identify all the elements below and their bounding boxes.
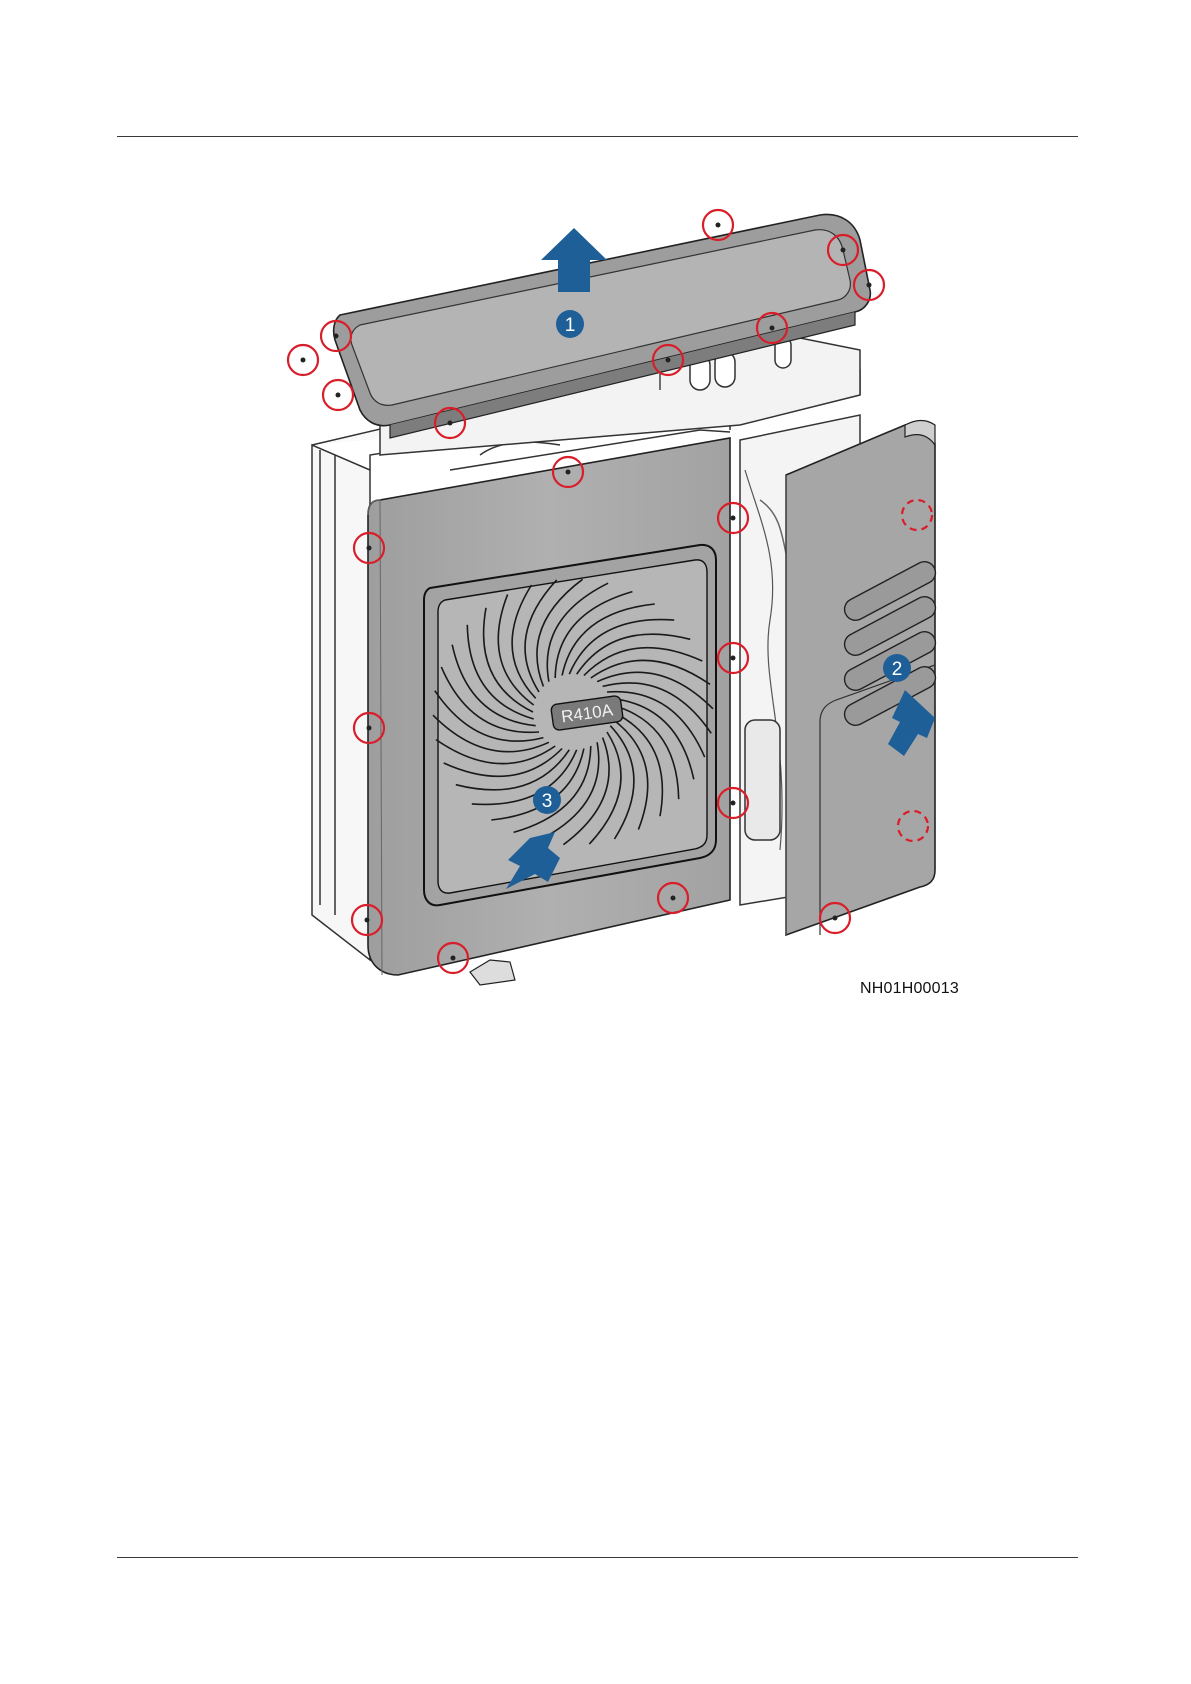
footer-rule [117, 1557, 1078, 1558]
outdoor-unit-disassembly-figure: R410A 1 [270, 190, 970, 990]
step-badge-3-number: 3 [542, 791, 553, 812]
header-rule [117, 136, 1078, 137]
step-badge-1: 1 [556, 310, 584, 338]
side-panel [786, 420, 939, 935]
front-panel [368, 438, 730, 975]
step-badge-2-number: 2 [892, 659, 903, 680]
figure-code: NH01H00013 [860, 980, 959, 998]
step-badge-2: 2 [883, 654, 911, 682]
step-badge-3: 3 [533, 786, 561, 814]
step-badge-1-number: 1 [565, 315, 576, 336]
mounting-foot [470, 960, 515, 985]
